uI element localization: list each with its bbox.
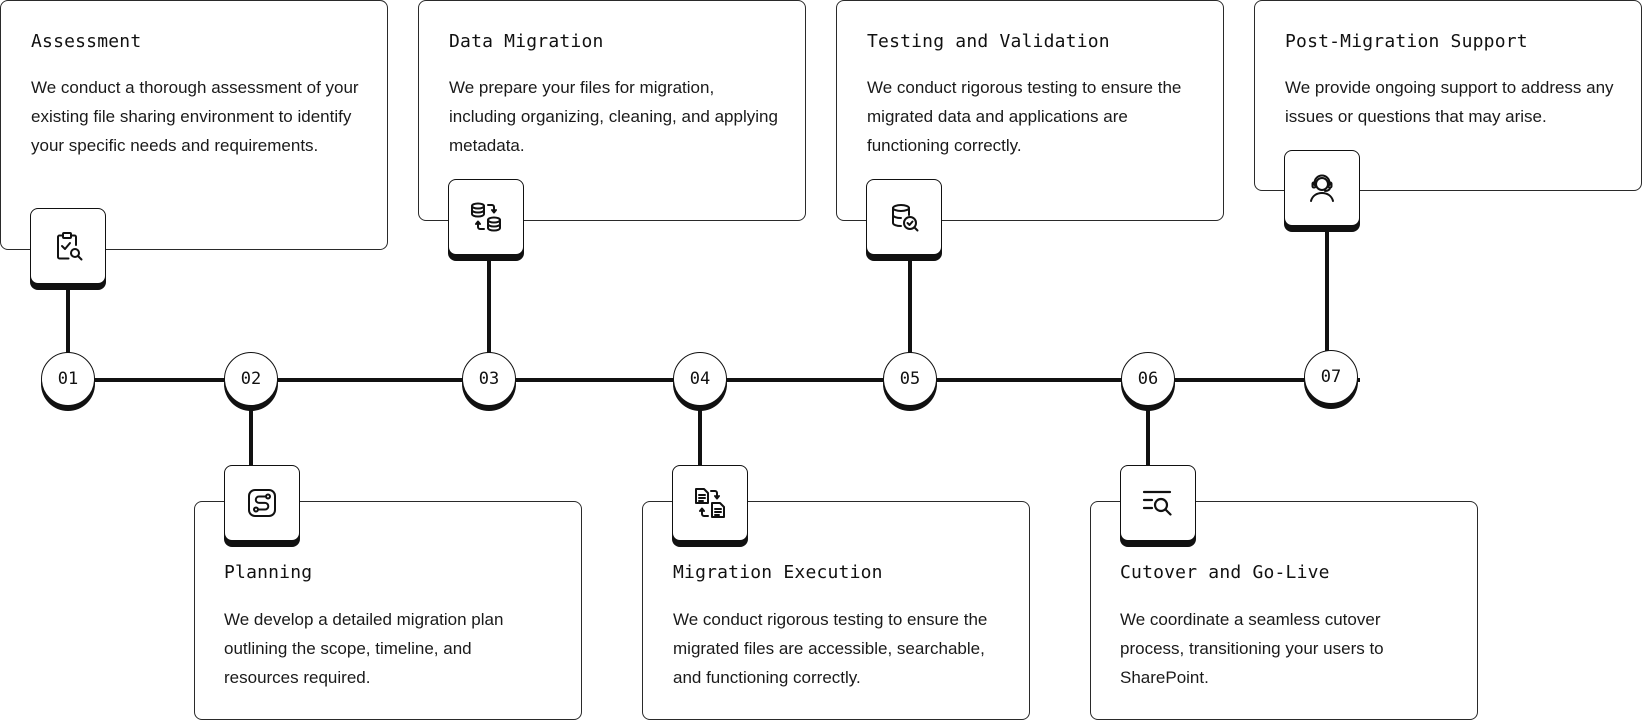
- connector-07: [1325, 228, 1329, 357]
- step-description: We prepare your files for migration, inc…: [449, 78, 778, 155]
- database-check-icon: [884, 197, 924, 237]
- step-title: Planning: [224, 562, 313, 583]
- step-description: We develop a detailed migration plan out…: [224, 610, 504, 687]
- step-title: Migration Execution: [673, 562, 883, 583]
- step-card-data-migration: Data Migration We prepare your files for…: [418, 0, 806, 221]
- step-icon-box-cutover-go-live: [1120, 465, 1196, 541]
- step-card-assessment: Assessment We conduct a thorough assessm…: [0, 0, 388, 250]
- step-title: Data Migration: [449, 31, 604, 52]
- step-description: We conduct a thorough assessment of your…: [31, 78, 359, 155]
- step-icon-box-post-migration-support: [1284, 150, 1360, 226]
- step-number: 04: [689, 369, 711, 389]
- list-search-icon: [1138, 483, 1178, 523]
- step-title: Testing and Validation: [867, 31, 1110, 52]
- support-agent-icon: [1302, 168, 1342, 208]
- step-title: Assessment: [31, 31, 142, 52]
- step-icon-box-assessment: [30, 208, 106, 284]
- database-transfer-icon: [466, 197, 506, 237]
- step-number: 02: [240, 369, 262, 389]
- step-number: 01: [57, 369, 79, 389]
- step-description: We coordinate a seamless cutover process…: [1120, 610, 1384, 687]
- route-plan-icon: [242, 483, 282, 523]
- step-icon-box-planning: [224, 465, 300, 541]
- step-description: We conduct rigorous testing to ensure th…: [867, 78, 1182, 155]
- step-number-node: 01: [41, 352, 95, 406]
- clipboard-search-icon: [48, 226, 88, 266]
- step-number-node: 06: [1121, 352, 1175, 406]
- step-number: 06: [1137, 369, 1159, 389]
- step-number-node: 05: [883, 352, 937, 406]
- step-icon-box-migration-execution: [672, 465, 748, 541]
- step-description: We provide ongoing support to address an…: [1285, 78, 1614, 126]
- step-icon-box-data-migration: [448, 179, 524, 255]
- step-number: 03: [478, 369, 500, 389]
- step-title: Cutover and Go-Live: [1120, 562, 1330, 583]
- step-title: Post-Migration Support: [1285, 31, 1528, 52]
- step-number-node: 02: [224, 352, 278, 406]
- connector-05: [908, 256, 912, 357]
- step-number: 05: [899, 369, 921, 389]
- step-number: 07: [1320, 367, 1342, 387]
- connector-02: [249, 405, 253, 465]
- connector-01: [66, 285, 70, 357]
- step-number-node: 07: [1304, 350, 1358, 404]
- connector-06: [1146, 405, 1150, 465]
- step-number-node: 03: [462, 352, 516, 406]
- step-number-node: 04: [673, 352, 727, 406]
- connector-03: [487, 256, 491, 357]
- file-transfer-icon: [690, 483, 730, 523]
- step-description: We conduct rigorous testing to ensure th…: [673, 610, 988, 687]
- step-icon-box-testing-validation: [866, 179, 942, 255]
- connector-04: [698, 405, 702, 465]
